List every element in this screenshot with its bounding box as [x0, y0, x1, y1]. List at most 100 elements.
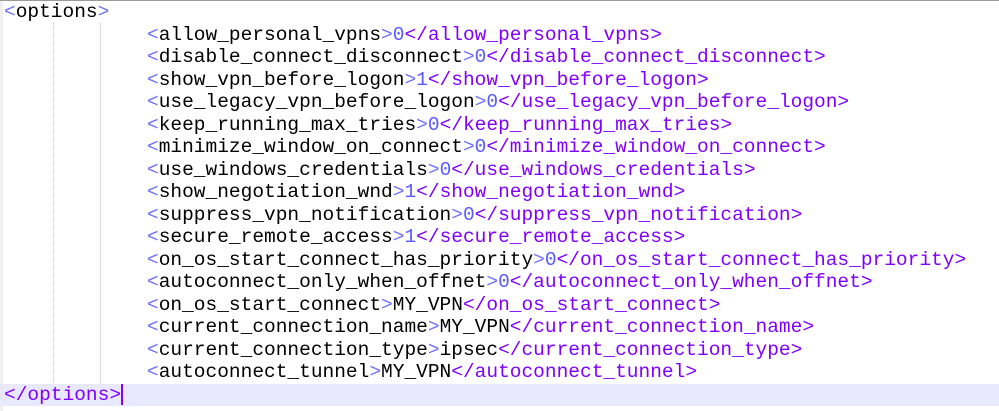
tag-value: MY_VPN — [392, 293, 463, 316]
closing-tag-end: > — [837, 91, 850, 113]
xml-line-disable-connect-disconnect[interactable]: <disable_connect_disconnect>0</disable_c… — [0, 46, 999, 69]
tag-value: 0 — [474, 136, 487, 158]
closing-tag-end: > — [814, 136, 826, 158]
indent-guide — [53, 23, 54, 383]
tag-name: secure_remote_access — [158, 226, 393, 248]
tag-name: current_connection_type — [158, 338, 428, 361]
xml-line-show-negotiation-wnd[interactable]: <show_negotiation_wnd>1</show_negotiatio… — [0, 181, 999, 204]
closing-tag-start: </ — [486, 136, 510, 158]
close-bracket: > — [369, 361, 382, 383]
tag-name: use_windows_credentials — [158, 158, 428, 181]
closing-tag-start: </ — [556, 248, 580, 271]
closing-tag-end: > — [790, 338, 803, 361]
open-bracket: < — [147, 91, 159, 113]
closing-tag-name: use_legacy_vpn_before_logon — [521, 91, 838, 113]
closing-tag-name: show_vpn_before_logon — [451, 68, 698, 91]
closing-tag-name: suppress_vpn_notification — [498, 203, 791, 226]
closing-tag-start: </ — [509, 316, 534, 338]
editor-margin — [0, 1, 3, 411]
close-bracket: > — [451, 203, 463, 226]
tag-value: 0 — [474, 46, 487, 68]
tag-name: minimize_window_on_connect — [158, 136, 463, 158]
closing-tag-start: </ — [427, 68, 452, 91]
closing-tag-name: disable_connect_disconnect — [509, 46, 815, 68]
closing-tag-name: keep_running_max_tries — [462, 113, 721, 136]
indent-guide — [100, 23, 101, 383]
closing-tag-end: > — [650, 23, 662, 46]
tag-value: MY_VPN — [439, 316, 510, 338]
tag-name: disable_connect_disconnect — [158, 46, 463, 68]
close-bracket: > — [474, 91, 487, 113]
closing-tag-name: use_windows_credentials — [474, 158, 744, 181]
xml-line-use-windows-credentials[interactable]: <use_windows_credentials>0</use_windows_… — [0, 159, 999, 182]
root-tag-name: options — [15, 1, 98, 23]
closing-tag-start: </ — [462, 293, 487, 316]
xml-line-use-legacy-vpn-before-logon[interactable]: <use_legacy_vpn_before_logon>0</use_lega… — [0, 91, 999, 114]
open-bracket: < — [147, 293, 159, 316]
xml-line-suppress-vpn-notification[interactable]: <suppress_vpn_notification>0</suppress_v… — [0, 204, 999, 227]
close-bracket: > — [392, 226, 405, 248]
closing-tag-name: autoconnect_only_when_offnet — [533, 271, 861, 293]
open-bracket: < — [147, 68, 159, 91]
closing-tag-end: > — [673, 181, 686, 203]
close-bracket: > — [381, 293, 393, 316]
tag-value: 0 — [392, 23, 405, 46]
xml-line-current-connection-type[interactable]: <current_connection_type>ipsec</current_… — [0, 339, 999, 362]
xml-line-keep-running-max-tries[interactable]: <keep_running_max_tries>0</keep_running_… — [0, 114, 999, 137]
open-root-line[interactable]: <options> — [4, 1, 110, 23]
tag-name: current_connection_name — [158, 316, 428, 338]
closing-tag-name: current_connection_type — [521, 338, 791, 361]
close-bracket: > — [427, 316, 440, 338]
closing-tag-name: on_os_start_connect — [486, 293, 709, 316]
closing-tag-name: on_os_start_connect_has_priority — [579, 248, 955, 271]
xml-line-show-vpn-before-logon[interactable]: <show_vpn_before_logon>1</show_vpn_befor… — [0, 69, 999, 92]
xml-line-autoconnect-tunnel[interactable]: <autoconnect_tunnel>MY_VPN</autoconnect_… — [0, 361, 999, 384]
closing-tag-name: show_negotiation_wnd — [439, 181, 674, 203]
close-bracket: > — [392, 181, 405, 203]
closing-tag-end: > — [790, 203, 803, 226]
open-bracket: < — [147, 181, 159, 203]
closing-tag-end: > — [720, 113, 733, 136]
open-bracket: < — [147, 46, 159, 68]
tag-value: 1 — [416, 68, 428, 91]
closing-tag-end: > — [697, 68, 709, 91]
xml-line-minimize-window-on-connect[interactable]: <minimize_window_on_connect>0</minimize_… — [0, 136, 999, 159]
closing-tag-end: > — [673, 226, 686, 248]
xml-line-allow-personal-vpns[interactable]: <allow_personal_vpns>0</allow_personal_v… — [0, 24, 999, 47]
closing-tag-name: autoconnect_tunnel — [474, 361, 686, 383]
tag-name: on_os_start_connect — [158, 293, 382, 316]
closing-tag-name: secure_remote_access — [439, 226, 674, 248]
tag-name: show_vpn_before_logon — [158, 68, 405, 91]
close-bracket: > — [427, 158, 440, 181]
root-tag-close-name: options — [27, 383, 110, 406]
closing-tag-end: > — [814, 46, 826, 68]
xml-line-autoconnect-only-when-offnet[interactable]: <autoconnect_only_when_offnet>0</autocon… — [0, 271, 999, 294]
close-bracket: > — [462, 136, 475, 158]
closing-tag-start: </ — [439, 113, 463, 136]
closing-tag-start: </ — [486, 46, 510, 68]
tag-value: 0 — [462, 203, 475, 226]
closing-tag-start: </ — [451, 361, 475, 383]
closing-tag-name: current_connection_name — [533, 316, 803, 338]
tag-value: 0 — [498, 271, 510, 293]
closing-tag-start: </ — [451, 158, 475, 181]
closing-tag-start: </ — [509, 271, 534, 293]
closing-tag-name: minimize_window_on_connect — [509, 136, 815, 158]
tag-value: MY_VPN — [381, 361, 452, 383]
open-bracket: < — [147, 203, 159, 226]
tag-name: suppress_vpn_notification — [158, 203, 452, 226]
close-bracket: > — [533, 248, 545, 271]
open-bracket: < — [147, 271, 159, 293]
closing-tag-end: > — [685, 361, 698, 383]
tag-value: 1 — [404, 226, 417, 248]
xml-line-on-os-start-connect-has-priority[interactable]: <on_os_start_connect_has_priority>0</on_… — [0, 249, 999, 272]
xml-line-current-connection-name[interactable]: <current_connection_name>MY_VPN</current… — [0, 316, 999, 339]
tag-name: autoconnect_tunnel — [158, 361, 370, 383]
tag-name: show_negotiation_wnd — [158, 181, 393, 203]
closing-tag-start: </ — [416, 181, 440, 203]
xml-line-secure-remote-access[interactable]: <secure_remote_access>1</secure_remote_a… — [0, 226, 999, 249]
xml-line-on-os-start-connect[interactable]: <on_os_start_connect>MY_VPN</on_os_start… — [0, 294, 999, 317]
close-root-line[interactable]: </options> — [0, 383, 999, 406]
tag-name: on_os_start_connect_has_priority — [158, 248, 534, 271]
